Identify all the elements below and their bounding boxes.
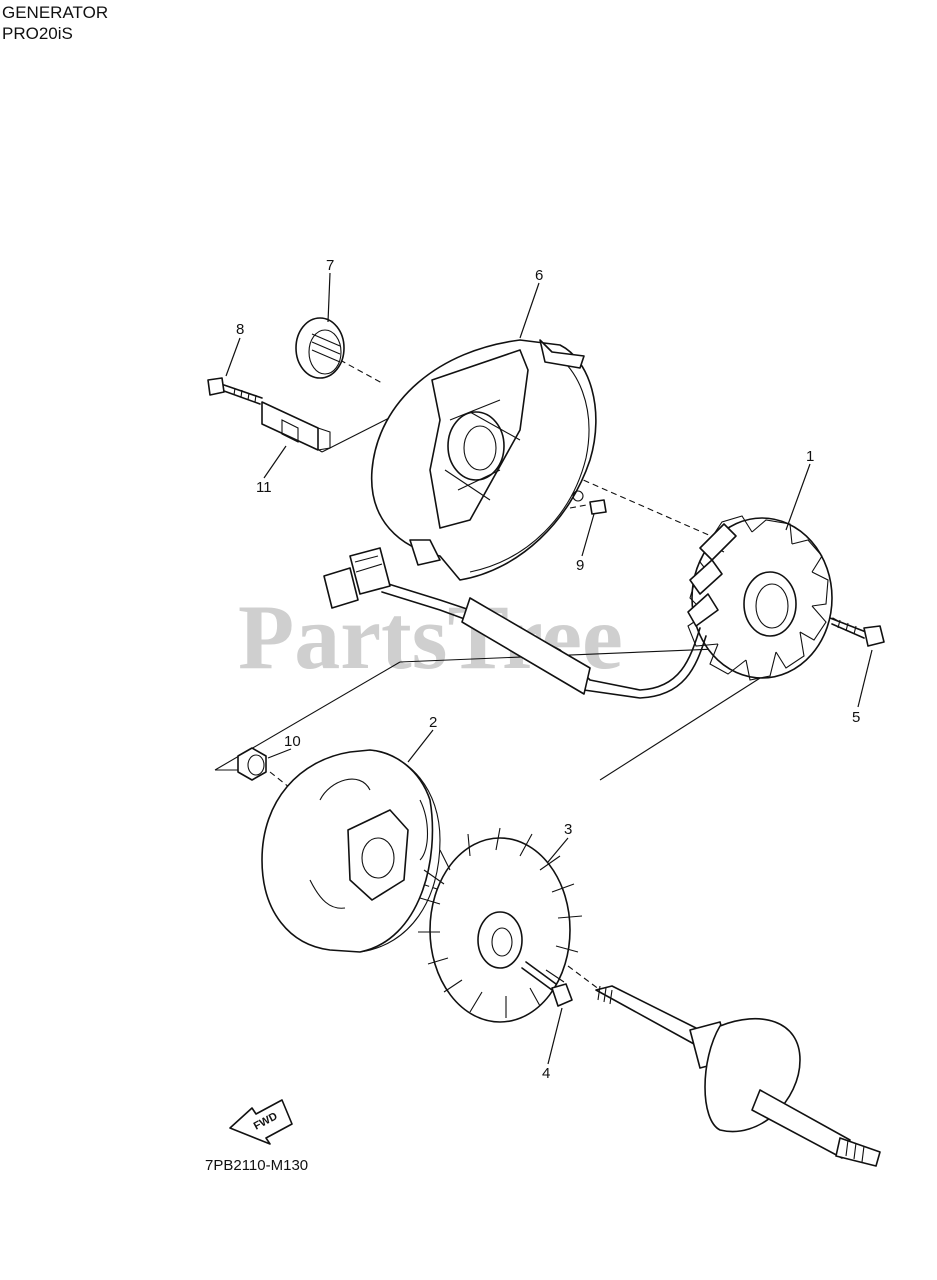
part-1-stator[interactable]: [687, 515, 833, 681]
part-9-dowel-pin[interactable]: [589, 499, 607, 515]
header-model: PRO20iS: [2, 24, 73, 43]
page-header: GENERATOR PRO20iS: [2, 2, 108, 44]
callout-6: 6: [535, 267, 543, 284]
header-category: GENERATOR: [2, 3, 109, 22]
callout-2: 2: [429, 714, 437, 731]
callout-8: 8: [236, 321, 244, 338]
callout-9: 9: [576, 557, 584, 574]
callout-1: 1: [806, 448, 814, 465]
part-5-bolt[interactable]: [829, 617, 885, 647]
part-6-housing[interactable]: [370, 339, 597, 581]
stator-wire-harness: [323, 547, 707, 699]
part-3-cooling-fan[interactable]: [418, 827, 583, 1023]
part-4-bolt[interactable]: [521, 961, 573, 1007]
part-10-nut[interactable]: [237, 747, 267, 781]
callout-5: 5: [852, 709, 860, 726]
part-8-bolt[interactable]: [207, 377, 263, 405]
part-2-flywheel[interactable]: [261, 749, 441, 953]
callout-10: 10: [284, 733, 301, 750]
callout-leaders: [225, 272, 873, 1065]
crankshaft: [595, 985, 881, 1167]
part-7-grommet[interactable]: [295, 317, 345, 379]
callout-4: 4: [542, 1065, 550, 1082]
diagram-code: 7PB2110-M130: [205, 1157, 308, 1174]
callout-numbers: 7 8 6 1 9 11 5 2 10 3 4: [236, 257, 860, 1082]
callout-3: 3: [564, 821, 572, 838]
callout-7: 7: [326, 257, 334, 274]
fwd-direction-arrow: FWD: [229, 1099, 293, 1145]
part-11-bracket[interactable]: [261, 401, 331, 451]
callout-11: 11: [256, 479, 272, 496]
